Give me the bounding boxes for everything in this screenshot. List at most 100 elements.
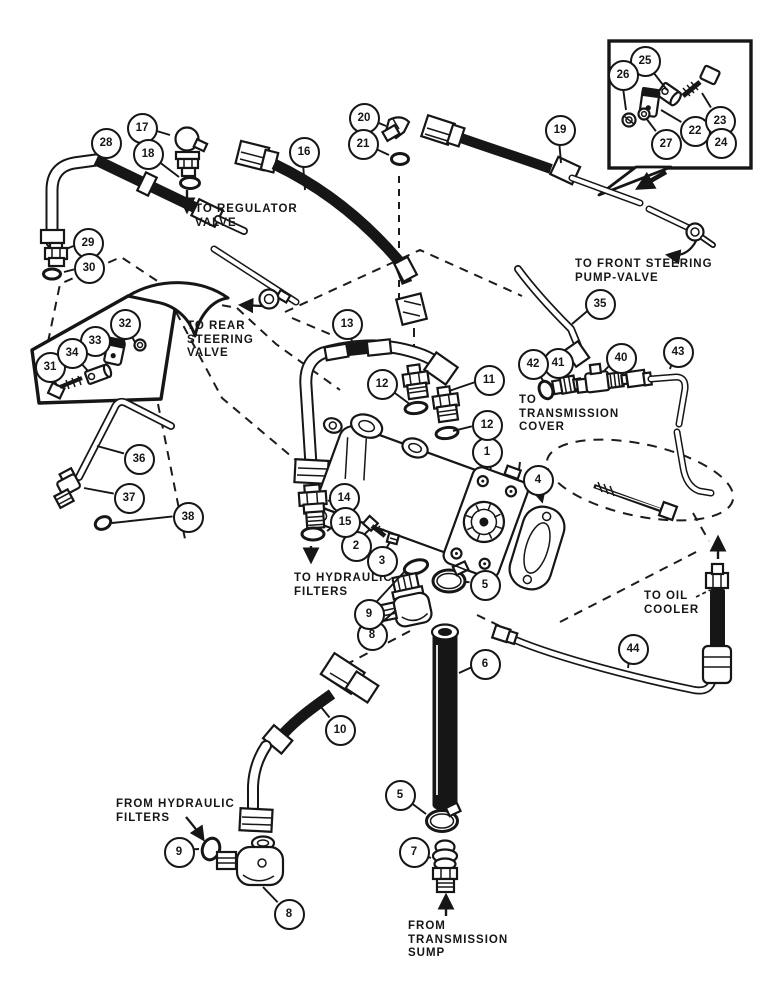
hose-28-nut [39, 228, 66, 245]
callout-leader-12 [452, 425, 473, 432]
fitting-40 [575, 362, 629, 394]
label-to-rear-steering-valve: TO REAR STEERING VALVE [187, 320, 254, 360]
bolt-23-24 [681, 64, 721, 98]
label-to-front-steering-pump-valve: TO FRONT STEERING PUMP-VALVE [575, 258, 713, 284]
callout-42: 42 [517, 348, 549, 380]
callout-26: 26 [607, 59, 639, 91]
gasket-plate-4 [508, 505, 566, 591]
label-to-oil-cooler: TO OIL COOLER [644, 590, 700, 616]
bolt-31 [46, 375, 83, 400]
callout-13: 13 [331, 308, 363, 340]
hose-clamp-5a [431, 559, 470, 594]
o-ring-12a [403, 400, 429, 416]
o-ring-12b [434, 425, 460, 441]
label-to-transmission-cover: TO TRANSMISSION COVER [519, 394, 620, 434]
hose-10-assembly [238, 651, 380, 833]
bolt-2 [361, 514, 387, 538]
callout-10: 10 [324, 714, 356, 746]
callout-40: 40 [605, 342, 637, 374]
callout-9: 9 [163, 836, 195, 868]
long-bolt [593, 481, 679, 522]
o-ring-18 [179, 176, 201, 190]
rear-steering-arrow [237, 297, 264, 314]
inset-pointer-arrow [634, 170, 668, 190]
front-steering-arrow [664, 240, 697, 265]
callout-9: 9 [353, 598, 385, 630]
callout-leader-6 [458, 666, 472, 674]
elbow-fitting-8b [215, 835, 285, 887]
callout-19: 19 [544, 114, 576, 146]
callout-38: 38 [172, 501, 204, 533]
callout-24: 24 [705, 127, 737, 159]
callout-12: 12 [366, 368, 398, 400]
callout-30: 30 [73, 252, 105, 284]
callout-20: 20 [348, 102, 380, 134]
callout-18: 18 [132, 138, 164, 170]
hose-16-end-nut [394, 292, 429, 327]
callout-leader-22 [660, 109, 682, 123]
tube-35 [514, 265, 591, 369]
callout-leader-9 [375, 570, 406, 603]
callout-15: 15 [329, 506, 361, 538]
bushing-25 [656, 81, 682, 107]
hose-13-right-nut [422, 350, 460, 387]
hose-10-rubber [279, 689, 336, 737]
nut-3 [385, 531, 401, 546]
callout-leader-23 [701, 92, 712, 109]
callout-43: 43 [662, 336, 694, 368]
fitting-29 [43, 241, 69, 268]
callout-37: 37 [113, 482, 145, 514]
o-ring-42 [537, 379, 555, 401]
callout-44: 44 [617, 633, 649, 665]
callout-1: 1 [471, 436, 503, 468]
hose-16-assembly [234, 139, 429, 327]
valve-fitting-17 [174, 126, 209, 190]
callout-7: 7 [398, 836, 430, 868]
label-to-hydraulic-filters: TO HYDRAULIC FILTERS [294, 572, 393, 598]
callout-leader-36 [96, 445, 125, 455]
nut-32 [133, 338, 147, 352]
o-ring-30 [42, 267, 62, 281]
callout-leader-35 [571, 309, 589, 325]
callout-4: 4 [522, 464, 554, 496]
callout-36: 36 [123, 443, 155, 475]
callout-11: 11 [473, 364, 505, 396]
label-from-transmission-sump: FROM TRANSMISSION SUMP [408, 920, 509, 960]
callout-leader-37 [83, 487, 114, 495]
nut-26 [621, 112, 637, 128]
label-from-hydraulic-filters: FROM HYDRAULIC FILTERS [116, 798, 235, 824]
nut-27 [637, 107, 651, 121]
hose-13-assembly [293, 338, 460, 486]
callout-12: 12 [471, 409, 503, 441]
fitting-14 [297, 483, 328, 530]
rear-steering-tube [210, 245, 300, 314]
callout-5: 5 [469, 569, 501, 601]
o-ring-21 [390, 152, 410, 166]
elbow-fitting-20 [380, 116, 411, 166]
tube-44-assembly [490, 534, 733, 695]
elbow-fitting-37 [52, 466, 81, 510]
label-to-regulator-valve: TO REGULATOR VALVE [195, 203, 298, 229]
hose-clamp-5b [425, 801, 463, 833]
callout-32: 32 [109, 308, 141, 340]
oil-cooler-hose-sleeve [710, 589, 725, 651]
fitting-7 [431, 839, 459, 894]
suction-tube-6 [430, 623, 460, 811]
callout-leader-8 [262, 886, 279, 903]
callout-leader-10 [320, 706, 331, 719]
spacer-34 [84, 363, 113, 385]
callout-leader-29 [65, 245, 74, 250]
adapter-fitting-11b [431, 385, 461, 424]
callout-leader-38 [111, 515, 173, 524]
callout-leader-27 [645, 117, 657, 132]
callout-leader-11 [448, 381, 475, 392]
hose-19-end-fitting [685, 222, 705, 242]
callout-27: 27 [650, 128, 682, 160]
hose-19-assembly [419, 113, 716, 265]
callout-5: 5 [384, 779, 416, 811]
callout-21: 21 [347, 128, 379, 160]
o-ring-15 [300, 526, 326, 542]
callout-leader-16 [302, 163, 306, 191]
callout-16: 16 [288, 136, 320, 168]
